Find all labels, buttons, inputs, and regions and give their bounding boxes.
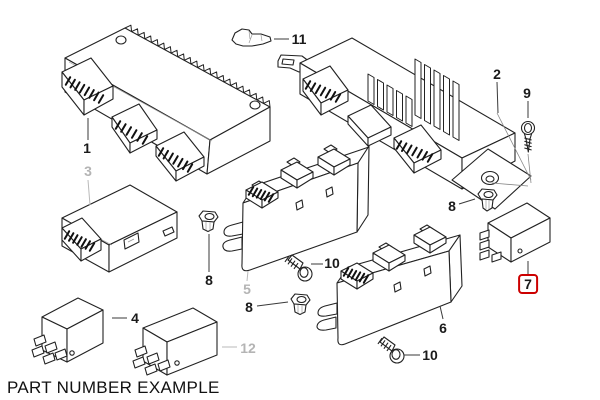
callout-3[interactable]: 3 xyxy=(84,163,92,179)
callout-8-right[interactable]: 8 xyxy=(448,198,456,214)
clip-11 xyxy=(231,28,272,47)
heatsink-fins xyxy=(367,58,460,141)
callout-10-lower[interactable]: 10 xyxy=(422,347,438,363)
callout-8-center[interactable]: 8 xyxy=(245,299,253,315)
callout-12[interactable]: 12 xyxy=(240,340,256,356)
callout-5[interactable]: 5 xyxy=(243,281,251,297)
alignment-lines xyxy=(491,112,532,187)
module-1 xyxy=(61,24,271,182)
screw-9 xyxy=(520,120,536,153)
screw-10-lower xyxy=(379,336,405,364)
connector-pin-hatches xyxy=(63,76,434,284)
module-5 xyxy=(222,144,370,272)
relay-7 xyxy=(487,202,551,263)
diagram-caption: PART NUMBER EXAMPLE xyxy=(7,378,220,397)
callout-11[interactable]: 11 xyxy=(291,31,307,47)
callout-7-highlighted[interactable]: 7 xyxy=(518,274,538,294)
callout-10-upper[interactable]: 10 xyxy=(324,255,340,271)
relay-4 xyxy=(41,297,104,363)
callout-9[interactable]: 9 xyxy=(523,85,531,101)
leader-lines xyxy=(87,38,529,356)
callout-8-left[interactable]: 8 xyxy=(205,272,213,288)
relay-pins xyxy=(31,229,502,376)
callout-4[interactable]: 4 xyxy=(131,310,139,326)
screw-threads xyxy=(284,137,532,352)
callout-1[interactable]: 1 xyxy=(83,140,91,156)
module-3 xyxy=(61,184,178,273)
grommet-8-center xyxy=(290,293,311,316)
module-6 xyxy=(316,224,463,346)
grommet-8-right xyxy=(477,188,498,212)
callout-6[interactable]: 6 xyxy=(439,320,447,336)
grommet-8-left xyxy=(198,210,219,233)
callout-2[interactable]: 2 xyxy=(493,66,501,82)
